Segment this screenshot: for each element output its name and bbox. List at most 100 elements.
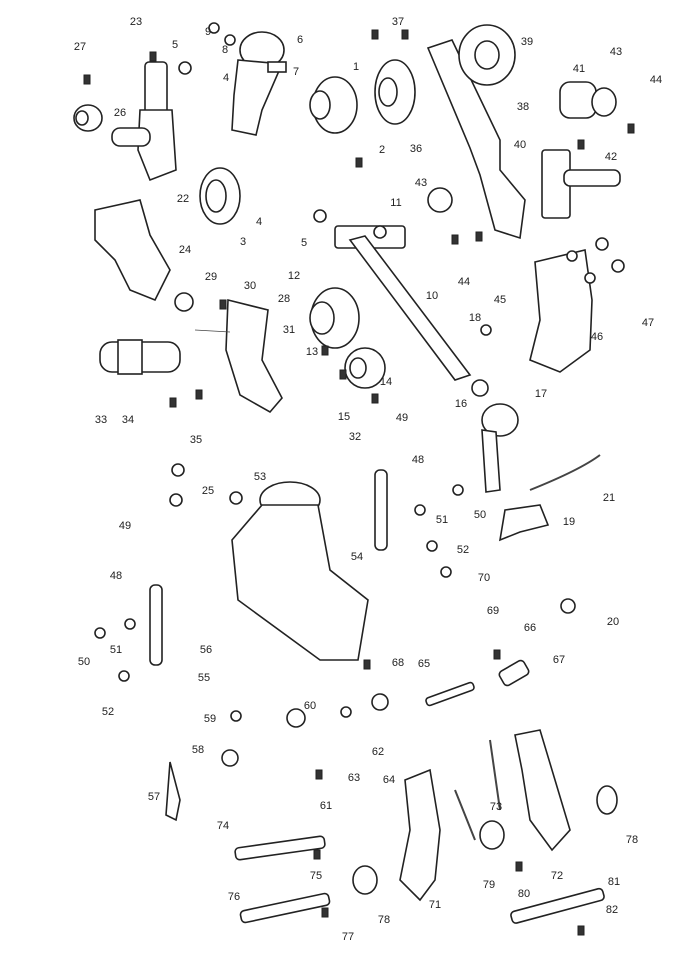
callout-part-65: 65	[417, 658, 431, 670]
callout-part-58: 58	[191, 744, 205, 756]
callout-part-61: 61	[319, 800, 333, 812]
part-17-hook	[481, 403, 519, 493]
callout-part-36: 36	[409, 143, 423, 155]
callout-part-78: 78	[625, 834, 639, 846]
callout-part-4: 4	[255, 216, 263, 228]
callout-part-43: 43	[414, 177, 428, 189]
callout-part-39: 39	[520, 36, 534, 48]
small-screws	[83, 22, 635, 936]
part-73-springs	[454, 739, 501, 841]
part-40-bracket	[541, 149, 621, 219]
callout-part-51: 51	[435, 514, 449, 526]
callout-part-54: 54	[350, 551, 364, 563]
callout-part-82: 82	[605, 904, 619, 916]
callout-part-28: 28	[277, 293, 291, 305]
part-79-collar	[479, 820, 505, 850]
part-67-screw	[498, 659, 530, 687]
part-12-collar	[309, 287, 360, 349]
callout-part-21: 21	[602, 492, 616, 504]
callout-part-71: 71	[428, 899, 442, 911]
callout-part-15: 15	[337, 411, 351, 423]
callout-part-50: 50	[473, 509, 487, 521]
callout-part-67: 67	[552, 654, 566, 666]
part-3-collar	[199, 167, 241, 225]
callout-part-3: 3	[239, 236, 247, 248]
part-28-crank	[194, 298, 283, 414]
callout-part-49: 49	[118, 520, 132, 532]
callout-part-52: 52	[456, 544, 470, 556]
part-19-plate	[498, 504, 550, 542]
part-74-shaft	[234, 835, 326, 861]
callout-part-25: 25	[201, 485, 215, 497]
callout-part-19: 19	[562, 516, 576, 528]
callout-part-43: 43	[609, 46, 623, 58]
part-16-washer	[471, 379, 489, 397]
callout-part-7: 7	[292, 66, 300, 78]
part-71-cam	[399, 768, 441, 902]
callout-part-44: 44	[649, 74, 663, 86]
callout-part-48: 48	[109, 570, 123, 582]
callout-part-60: 60	[303, 700, 317, 712]
callout-part-24: 24	[178, 244, 192, 256]
callout-part-31: 31	[282, 324, 296, 336]
callout-part-68: 68	[391, 657, 405, 669]
callout-part-47: 47	[641, 317, 655, 329]
callout-part-35: 35	[189, 434, 203, 446]
callout-part-2: 2	[378, 144, 386, 156]
callout-part-73: 73	[489, 801, 503, 813]
callout-part-13: 13	[305, 346, 319, 358]
callout-part-29: 29	[204, 271, 218, 283]
callout-part-6: 6	[296, 34, 304, 46]
part-1-bushing	[309, 76, 358, 134]
callout-part-27: 27	[73, 41, 87, 53]
callout-part-20: 20	[606, 616, 620, 628]
callout-part-45: 45	[493, 294, 507, 306]
part-24-bracket	[94, 199, 171, 302]
part-6-crank	[231, 31, 287, 136]
callout-part-5: 5	[300, 237, 308, 249]
callout-part-59: 59	[203, 713, 217, 725]
callout-part-11: 11	[390, 197, 402, 209]
part-14-collar	[344, 347, 386, 389]
callout-part-64: 64	[382, 774, 396, 786]
callout-part-62: 62	[371, 746, 385, 758]
part-81-shaft	[510, 887, 605, 924]
callout-part-44: 44	[457, 276, 471, 288]
callout-part-10: 10	[425, 290, 439, 302]
callout-part-34: 34	[121, 414, 135, 426]
callout-part-55: 55	[197, 672, 211, 684]
callout-part-53: 53	[253, 471, 267, 483]
part-34-shaft	[99, 339, 181, 375]
part-65-pin	[425, 681, 475, 707]
callout-part-57: 57	[147, 791, 161, 803]
part-48-lever	[149, 469, 388, 666]
callout-part-37: 37	[391, 16, 405, 28]
part-76-shaft	[239, 892, 331, 924]
callout-part-41: 41	[572, 63, 586, 75]
callout-part-46: 46	[590, 331, 604, 343]
callout-part-70: 70	[477, 572, 491, 584]
callout-part-26: 26	[113, 107, 127, 119]
callout-part-72: 72	[550, 870, 564, 882]
callout-part-79: 79	[482, 879, 496, 891]
callout-part-9: 9	[204, 26, 212, 38]
callout-part-30: 30	[243, 280, 257, 292]
part-10-shaft	[334, 225, 472, 381]
callout-part-17: 17	[534, 388, 548, 400]
callout-part-5: 5	[171, 39, 179, 51]
callout-part-48: 48	[411, 454, 425, 466]
callout-part-80: 80	[517, 888, 531, 900]
callout-part-49: 49	[395, 412, 409, 424]
callout-part-33: 33	[94, 414, 108, 426]
part-22-needle-bar-crank	[111, 61, 177, 182]
callout-part-81: 81	[607, 876, 621, 888]
part-72-cam	[514, 729, 571, 852]
part-41-bushing	[559, 81, 617, 119]
callout-part-78: 78	[377, 914, 391, 926]
callout-part-32: 32	[348, 431, 362, 443]
callout-part-14: 14	[379, 376, 393, 388]
callout-part-76: 76	[227, 891, 241, 903]
callout-part-51: 51	[109, 644, 123, 656]
callout-part-12: 12	[287, 270, 301, 282]
